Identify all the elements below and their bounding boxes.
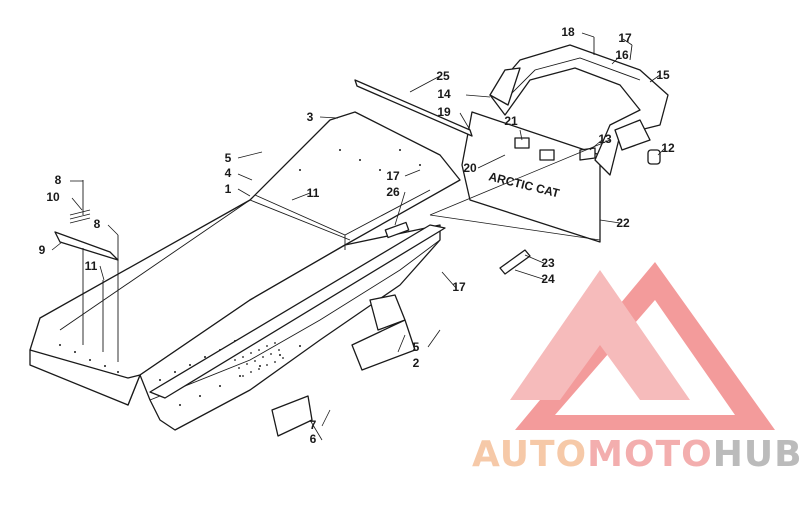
callout-c6: 6	[310, 432, 317, 446]
callout-c3: 3	[307, 110, 314, 124]
tunnel-lower-edge	[149, 239, 441, 401]
callout-c10: 10	[46, 190, 60, 204]
tunnel-grip-pattern	[234, 342, 284, 377]
callout-c17a: 17	[618, 31, 632, 45]
tunnel-crease	[59, 119, 351, 331]
callout-c8a: 8	[55, 173, 62, 187]
end-cap-12	[647, 149, 661, 165]
callout-c4: 4	[225, 166, 232, 180]
callout-c25: 25	[436, 69, 450, 83]
callout-c23: 23	[541, 256, 555, 270]
callout-c8b: 8	[94, 217, 101, 231]
callout-c9: 9	[39, 243, 46, 257]
watermark-triangle-inner	[510, 270, 690, 400]
callout-c22: 22	[616, 216, 630, 230]
callout-c13: 13	[598, 132, 612, 146]
callout-c5a: 5	[225, 151, 232, 165]
snow-flap	[461, 111, 601, 243]
guide-rail	[354, 79, 473, 137]
rear-bumper	[489, 44, 669, 176]
callout-c15: 15	[656, 68, 670, 82]
callout-c12: 12	[661, 141, 675, 155]
leader-lines	[51, 32, 666, 441]
callout-c14: 14	[437, 87, 451, 101]
plate-23	[499, 249, 531, 275]
tunnel-decal	[384, 221, 410, 239]
callout-c18: 18	[561, 25, 575, 39]
watermark-hub: HUB	[713, 434, 800, 475]
spring	[69, 209, 91, 224]
bumper-inner-line	[504, 57, 641, 101]
callout-c21: 21	[504, 114, 518, 128]
tunnel-rear-lip	[29, 349, 141, 406]
bracket-21b	[539, 149, 555, 161]
footrest-bracket	[351, 294, 416, 371]
callout-c17b: 17	[386, 169, 400, 183]
tunnel-step	[254, 189, 431, 250]
callout-c11a: 11	[307, 186, 320, 200]
svg-text:AUTOMOTOHUB: AUTOMOTOHUB	[472, 434, 800, 475]
tread-plate-right	[614, 119, 651, 151]
callout-c2: 2	[413, 356, 420, 370]
bracket-9	[54, 231, 119, 261]
tread-plate-left	[489, 67, 521, 106]
callout-c11b: 11	[85, 259, 98, 273]
callout-c26: 26	[386, 185, 400, 199]
callout-c24: 24	[541, 272, 555, 286]
callout-c19: 19	[437, 105, 451, 119]
callout-c1: 1	[225, 182, 232, 196]
callout-c7: 7	[310, 418, 317, 432]
callout-c16: 16	[615, 48, 629, 62]
callout-c5b: 5	[413, 340, 420, 354]
callout-c20: 20	[463, 161, 477, 175]
rear-left-hardware	[54, 180, 119, 362]
callout-c17c: 17	[452, 280, 466, 294]
footrest-plate	[271, 395, 313, 437]
watermark-moto: MOTO	[587, 434, 713, 475]
watermark-auto: AUTO	[472, 434, 587, 475]
watermark-logo: AUTOMOTOHUB	[472, 262, 800, 475]
watermark-triangle-outer	[515, 262, 775, 430]
side-rail	[149, 224, 446, 399]
